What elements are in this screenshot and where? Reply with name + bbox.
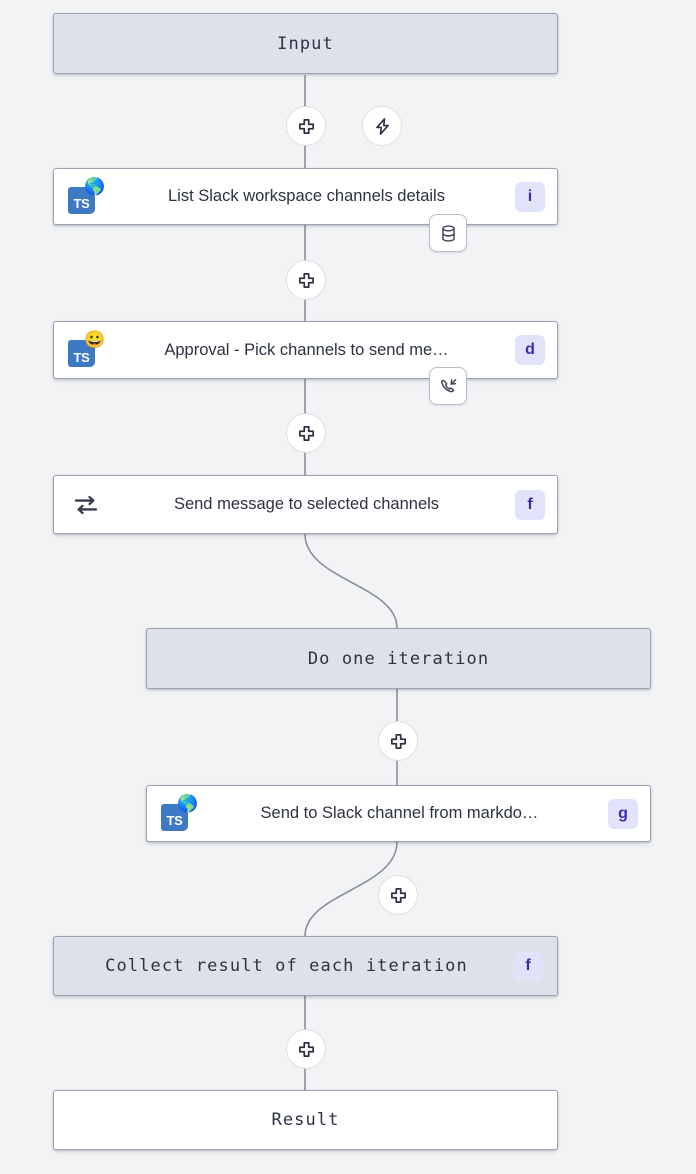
typescript-badge: TS: [68, 340, 95, 367]
plus-icon: [298, 1041, 314, 1057]
add-step-after-do-one-iteration-button[interactable]: [378, 721, 418, 761]
incoming-call-icon: [440, 378, 456, 392]
incoming-call-attachment-badge[interactable]: [429, 367, 467, 405]
typescript-globe-icon: TS 🌎: [159, 794, 199, 834]
node-input[interactable]: Input: [53, 13, 558, 74]
typescript-face-icon: TS 😀: [66, 330, 106, 370]
node-list-slack-channels-label: List Slack workspace channels details: [168, 187, 445, 205]
plus-icon: [298, 118, 314, 134]
add-step-after-send-to-slack-button[interactable]: [378, 875, 418, 915]
node-send-to-slack-channel-markdown[interactable]: TS 🌎 Send to Slack channel from markdo… …: [146, 785, 651, 842]
add-step-after-list-channels-button[interactable]: [286, 260, 326, 300]
plus-icon: [298, 272, 314, 288]
node-send-to-slack-channel-markdown-label: Send to Slack channel from markdo…: [260, 804, 539, 822]
node-approval-pick-channels-label: Approval - Pick channels to send me…: [164, 340, 449, 359]
globe-icon: 🌎: [177, 793, 199, 813]
node-send-message-selected-channels-badge: f: [515, 489, 545, 520]
add-step-after-collect-result-button[interactable]: [286, 1029, 326, 1069]
plus-icon: [298, 425, 314, 441]
typescript-badge: TS: [161, 803, 188, 831]
edge-send-to-iteration: [304, 533, 398, 629]
plus-icon: [390, 887, 406, 903]
node-list-slack-channels-badge: i: [515, 181, 545, 212]
smiling-face-emoji: 😀: [84, 330, 106, 349]
node-collect-result-each-iteration[interactable]: Collect result of each iteration f: [53, 936, 558, 996]
node-result-label: Result: [271, 1110, 340, 1130]
node-send-message-selected-channels-label: Send message to selected channels: [173, 495, 440, 513]
node-result[interactable]: Result: [53, 1090, 558, 1150]
add-trigger-after-input-button[interactable]: [362, 106, 402, 146]
node-collect-result-each-iteration-label: Collect result of each iteration: [105, 956, 468, 976]
typescript-globe-icon: TS 🌎: [66, 177, 106, 217]
globe-icon: 🌎: [84, 176, 106, 196]
plus-icon: [390, 733, 406, 749]
add-step-after-input-button[interactable]: [286, 106, 326, 146]
node-send-message-selected-channels[interactable]: Send message to selected channels f: [53, 475, 558, 534]
node-list-slack-channels[interactable]: TS 🌎 List Slack workspace channels detai…: [53, 168, 558, 225]
node-do-one-iteration[interactable]: Do one iteration: [146, 628, 651, 689]
node-collect-result-each-iteration-badge: f: [513, 951, 543, 981]
node-approval-pick-channels[interactable]: TS 😀 Approval - Pick channels to send me…: [53, 321, 558, 379]
node-approval-pick-channels-badge: d: [515, 335, 545, 365]
typescript-badge: TS: [68, 186, 95, 214]
add-step-after-approval-button[interactable]: [286, 413, 326, 453]
node-input-label: Input: [277, 33, 334, 54]
database-attachment-badge[interactable]: [429, 214, 467, 252]
database-icon: [441, 224, 455, 242]
node-do-one-iteration-label: Do one iteration: [307, 648, 490, 669]
node-send-to-slack-channel-markdown-badge: g: [608, 798, 638, 829]
lightning-icon: [375, 117, 389, 135]
loop-repeat-icon: [66, 485, 106, 525]
